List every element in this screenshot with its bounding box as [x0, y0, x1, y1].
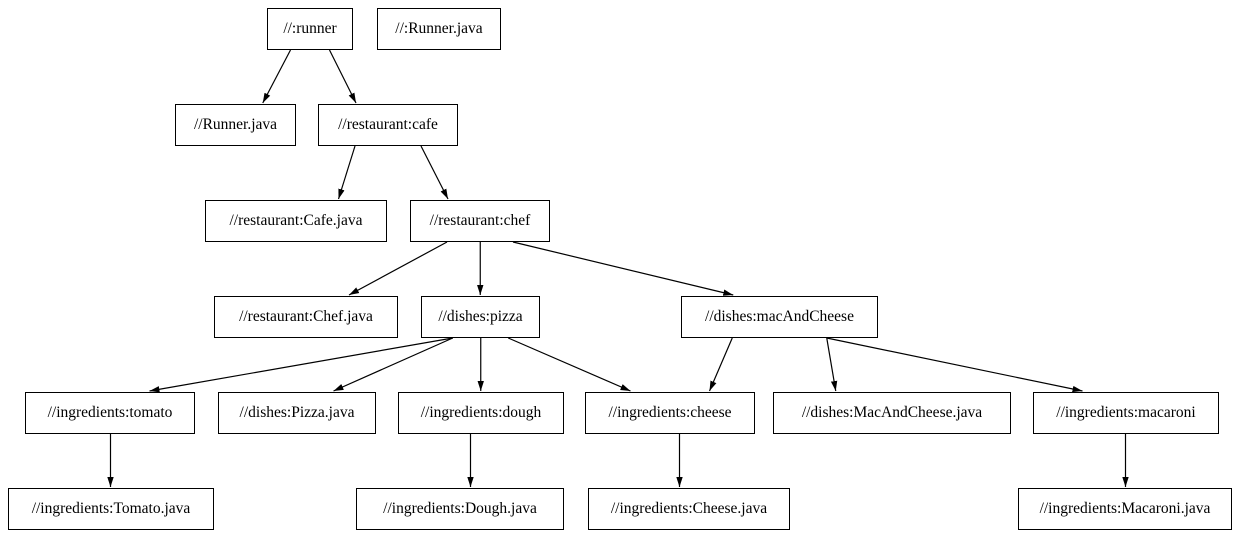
graph-node-cheese: //ingredients:cheese [585, 392, 755, 434]
edge-cafe-to-chef [420, 145, 449, 200]
graph-node-mac-and-cheese-java: //dishes:MacAndCheese.java [773, 392, 1011, 434]
graph-node-tomato-java: //ingredients:Tomato.java [8, 488, 214, 530]
edge-mac-and-cheese-to-cheese [708, 337, 733, 392]
graph-node-mac-and-cheese: //dishes:macAndCheese [681, 296, 878, 338]
edge-pizza-to-tomato [149, 337, 453, 393]
graph-node-chef: //restaurant:chef [410, 200, 550, 242]
graph-node-cafe: //restaurant:cafe [318, 104, 458, 146]
graph-node-cafe-java: //restaurant:Cafe.java [205, 200, 387, 242]
graph-node-cheese-java: //ingredients:Cheese.java [588, 488, 790, 530]
graph-node-pizza-java: //dishes:Pizza.java [218, 392, 376, 434]
edge-mac-and-cheese-to-mac-and-cheese-java [826, 337, 838, 392]
edge-chef-to-chef-java [348, 241, 448, 296]
graph-node-pizza: //dishes:pizza [421, 296, 540, 338]
edge-pizza-to-pizza-java [333, 337, 453, 392]
graph-node-dough: //ingredients:dough [398, 392, 564, 434]
graph-node-macaroni: //ingredients:macaroni [1033, 392, 1219, 434]
edge-chef-to-mac-and-cheese [512, 241, 734, 296]
graph-node-macaroni-java: //ingredients:Macaroni.java [1018, 488, 1232, 530]
edge-cafe-to-cafe-java [337, 145, 356, 200]
graph-node-runner-java-root: //:Runner.java [377, 8, 501, 50]
graph-node-runner-java: //Runner.java [175, 104, 296, 146]
edge-runner-to-runner-java [262, 49, 292, 104]
graph-node-dough-java: //ingredients:Dough.java [356, 488, 564, 530]
graph-node-chef-java: //restaurant:Chef.java [214, 296, 398, 338]
edge-group [107, 49, 1129, 487]
graph-node-runner: //:runner [267, 8, 353, 50]
edge-pizza-to-cheese [508, 337, 631, 392]
graph-node-tomato: //ingredients:tomato [25, 392, 195, 434]
edge-mac-and-cheese-to-macaroni [826, 337, 1083, 393]
edge-runner-to-cafe [328, 49, 357, 104]
